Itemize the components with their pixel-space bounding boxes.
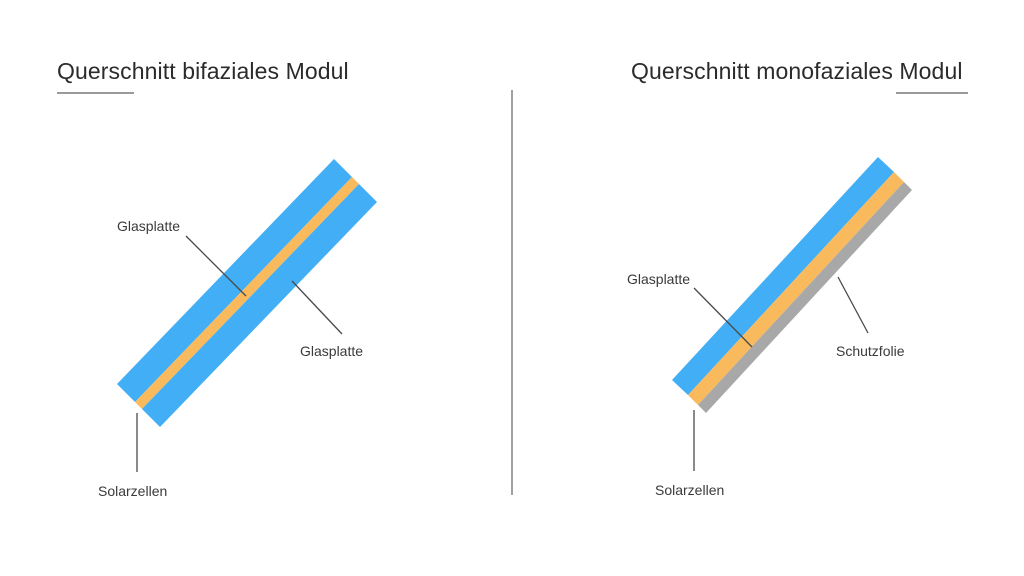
layer-glass-top-bifacial bbox=[117, 159, 352, 402]
layer-solar-cells-monofacial bbox=[688, 172, 904, 405]
module-monofacial bbox=[672, 157, 912, 413]
label-solar-cells-monofacial: Solarzellen bbox=[655, 482, 725, 498]
panel-title-monofacial: Querschnitt monofaziales Modul bbox=[631, 58, 963, 84]
panel-title-bifacial: Querschnitt bifaziales Modul bbox=[57, 58, 349, 84]
label-solar-cells-bifacial: Solarzellen bbox=[98, 483, 168, 499]
module-bifacial bbox=[117, 159, 377, 427]
label-glass-monofacial: Glasplatte bbox=[627, 271, 691, 287]
layer-protective-foil-monofacial bbox=[698, 182, 912, 413]
title-underline-bifacial bbox=[57, 92, 134, 94]
leader-line-glass-monofacial bbox=[693, 287, 753, 348]
title-underline-monofacial bbox=[896, 92, 968, 94]
panel-divider bbox=[511, 90, 513, 495]
layer-glass-monofacial bbox=[672, 157, 894, 395]
leader-line-foil-monofacial bbox=[837, 276, 869, 334]
leader-line-glass-top-bifacial bbox=[185, 235, 247, 297]
leader-line-glass-bottom-bifacial bbox=[291, 280, 343, 335]
layer-solar-cells-bifacial bbox=[135, 177, 359, 409]
label-glass-bottom-bifacial: Glasplatte bbox=[300, 343, 364, 359]
label-protective-foil-monofacial: Schutzfolie bbox=[836, 343, 905, 359]
label-glass-top-bifacial: Glasplatte bbox=[117, 218, 181, 234]
